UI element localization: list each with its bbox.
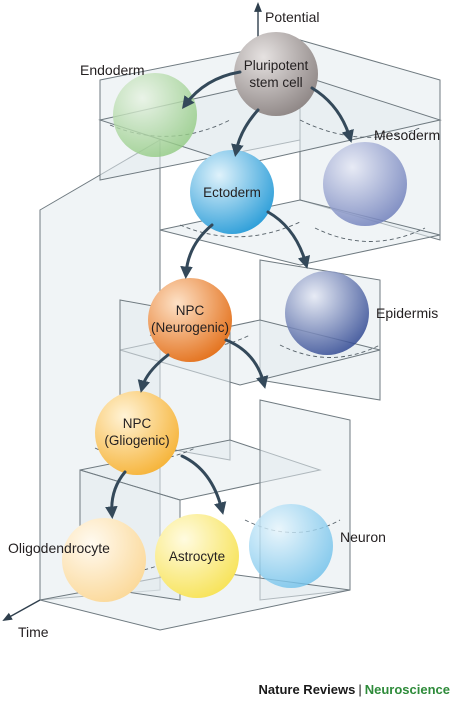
arrow-to-npc-neurogenic — [180, 223, 214, 280]
arrow-to-astrocyte — [180, 454, 227, 515]
cell-astrocyte: Astrocyte — [155, 514, 239, 598]
npc-gliogenic-label-line1: NPC — [123, 416, 152, 431]
journal-separator: | — [358, 682, 362, 697]
epidermis-label: Epidermis — [376, 305, 438, 321]
arrow-to-epidermis — [266, 210, 311, 269]
cell-epidermis: Epidermis — [285, 271, 438, 355]
ectoderm-label: Ectoderm — [203, 185, 261, 200]
journal-credit: Nature Reviews|Neuroscience — [0, 682, 450, 697]
arrow-to-npc-gliogenic — [137, 353, 170, 393]
cell-npc-gliogenic: NPC (Gliogenic) — [95, 391, 179, 475]
arrow-to-ectoderm — [231, 108, 260, 157]
cell-ectoderm: Ectoderm — [190, 150, 274, 234]
cell-oligodendrocyte: Oligodendrocyte — [8, 518, 146, 602]
differentiation-arrows — [105, 70, 354, 520]
mesoderm-label: Mesoderm — [374, 127, 440, 143]
cell-pluripotent: Pluripotent stem cell — [234, 32, 318, 116]
arrow-to-neuron — [224, 338, 269, 389]
potential-axis-label: Potential — [265, 9, 319, 25]
journal-name: Nature Reviews — [258, 682, 356, 697]
endoderm-label: Endoderm — [80, 62, 145, 78]
pluripotent-label-line1: Pluripotent — [244, 58, 309, 73]
time-axis-label: Time — [18, 624, 49, 640]
arrow-to-endoderm — [181, 70, 242, 110]
cell-endoderm: Endoderm — [80, 62, 197, 157]
neuron-label: Neuron — [340, 529, 386, 545]
npc-neurogenic-label-line2: (Neurogenic) — [151, 320, 229, 335]
pluripotent-label-line2: stem cell — [249, 75, 302, 90]
cell-neuron: Neuron — [249, 504, 386, 588]
astrocyte-label: Astrocyte — [169, 549, 225, 564]
oligodendrocyte-label: Oligodendrocyte — [8, 540, 110, 556]
npc-neurogenic-label-line1: NPC — [176, 303, 205, 318]
time-axis: Time — [2, 599, 49, 640]
arrow-to-oligodendrocyte — [105, 470, 127, 520]
cell-npc-neurogenic: NPC (Neurogenic) — [148, 278, 232, 362]
journal-section: Neuroscience — [364, 682, 450, 697]
npc-gliogenic-label-line2: (Gliogenic) — [104, 433, 169, 448]
arrow-to-mesoderm — [310, 86, 354, 143]
cell-mesoderm: Mesoderm — [323, 127, 440, 226]
